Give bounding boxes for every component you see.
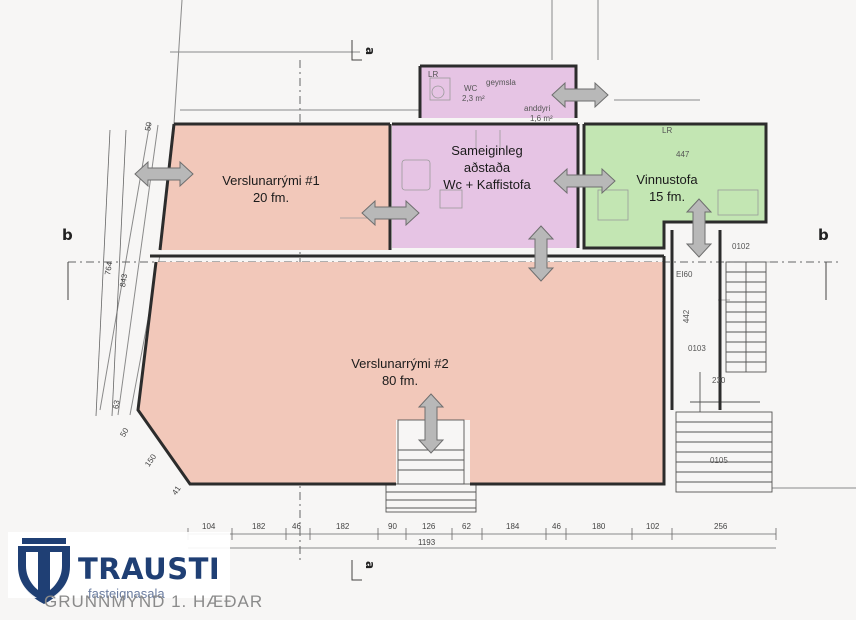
double-arrow-icon [551,81,609,109]
double-arrow-icon [417,393,445,454]
dim-total: 1193 [418,538,436,547]
room-workshop-name: Vinnustofa [636,172,698,187]
section-mark-top: a [363,46,378,56]
room-shop1-area: 20 fm. [252,190,290,205]
label-0103: 0103 [688,344,706,353]
dim-bottom-1: 104 [202,522,216,531]
label-anddyri-area: 1,6 m² [530,114,553,123]
room-shop1-name: Verslunarrými #1 [222,173,320,188]
logo-name: TRAUSTI [78,552,221,586]
double-arrow-icon [685,198,713,258]
label-0105: 0105 [710,456,728,465]
dim-bottom-11: 102 [646,522,660,531]
double-arrow-icon [553,167,616,195]
section-mark-right: b [818,226,829,244]
room-shop1-label: Verslunarrými #1 20 fm. [196,172,346,206]
room-workshop-area: 15 fm. [648,189,686,204]
dim-bottom-3: 46 [292,522,301,531]
room-common-name: Sameiginleg [451,143,523,158]
wc-fill [420,66,576,118]
room-workshop-label: Vinnustofa 15 fm. [622,171,712,205]
dim-left-small-2: 63 [111,399,122,410]
dim-left-small-1: 50 [143,121,154,132]
logo-shield-icon [18,538,70,602]
double-arrow-icon [134,160,194,188]
label-lr: LR [428,70,439,79]
double-arrow-icon [361,199,420,227]
room-shop2-area: 80 fm. [381,373,419,388]
section-mark-left: b [62,226,73,244]
room-common-name3: Wc + Kaffistofa [443,177,531,192]
workshop-fill [584,124,766,248]
label-447: 447 [676,150,690,159]
common-fill [392,124,578,248]
room-common-name2: aðstaða [463,160,511,175]
dim-bottom-5: 90 [388,522,397,531]
dim-bottom-4: 182 [336,522,350,531]
label-e160: EI60 [676,270,693,279]
label-lr2: LR [662,126,673,135]
arrow-group [134,81,713,454]
dim-bottom-7: 62 [462,522,471,531]
label-230: 230 [712,376,726,385]
label-0102: 0102 [732,242,750,251]
dim-bottom-8: 184 [506,522,520,531]
room-common-label: Sameiginleg aðstaða Wc + Kaffistofa [412,142,562,193]
section-arrows [67,40,827,581]
site-lines [99,0,856,489]
room-shop2-label: Verslunarrými #2 80 fm. [320,355,480,389]
label-wc: WC [464,84,478,93]
dimension-lines [95,129,777,549]
logo-subtitle: fasteignasala [88,586,165,601]
dim-bottom-10: 180 [592,522,606,531]
shop2-fill [138,262,664,484]
shop1-fill [160,124,390,250]
dim-bottom-2: 182 [252,522,266,531]
section-mark-bottom: a [363,560,378,570]
label-wc-area: 2,3 m² [462,94,485,103]
label-anddyri: anddyri [524,104,551,113]
dim-bottom-12: 256 [714,522,728,531]
right-stairs [675,261,773,493]
walls [136,64,768,486]
room-shop2-name: Verslunarrými #2 [351,356,449,371]
plan-caption: GRUNNMYND 1. HÆÐAR [44,592,264,611]
label-storage: geymsla [486,78,516,87]
double-arrow-icon [527,225,555,282]
label-442: 442 [682,309,692,324]
dim-bottom-6: 126 [422,522,436,531]
dim-bottom-9: 46 [552,522,561,531]
